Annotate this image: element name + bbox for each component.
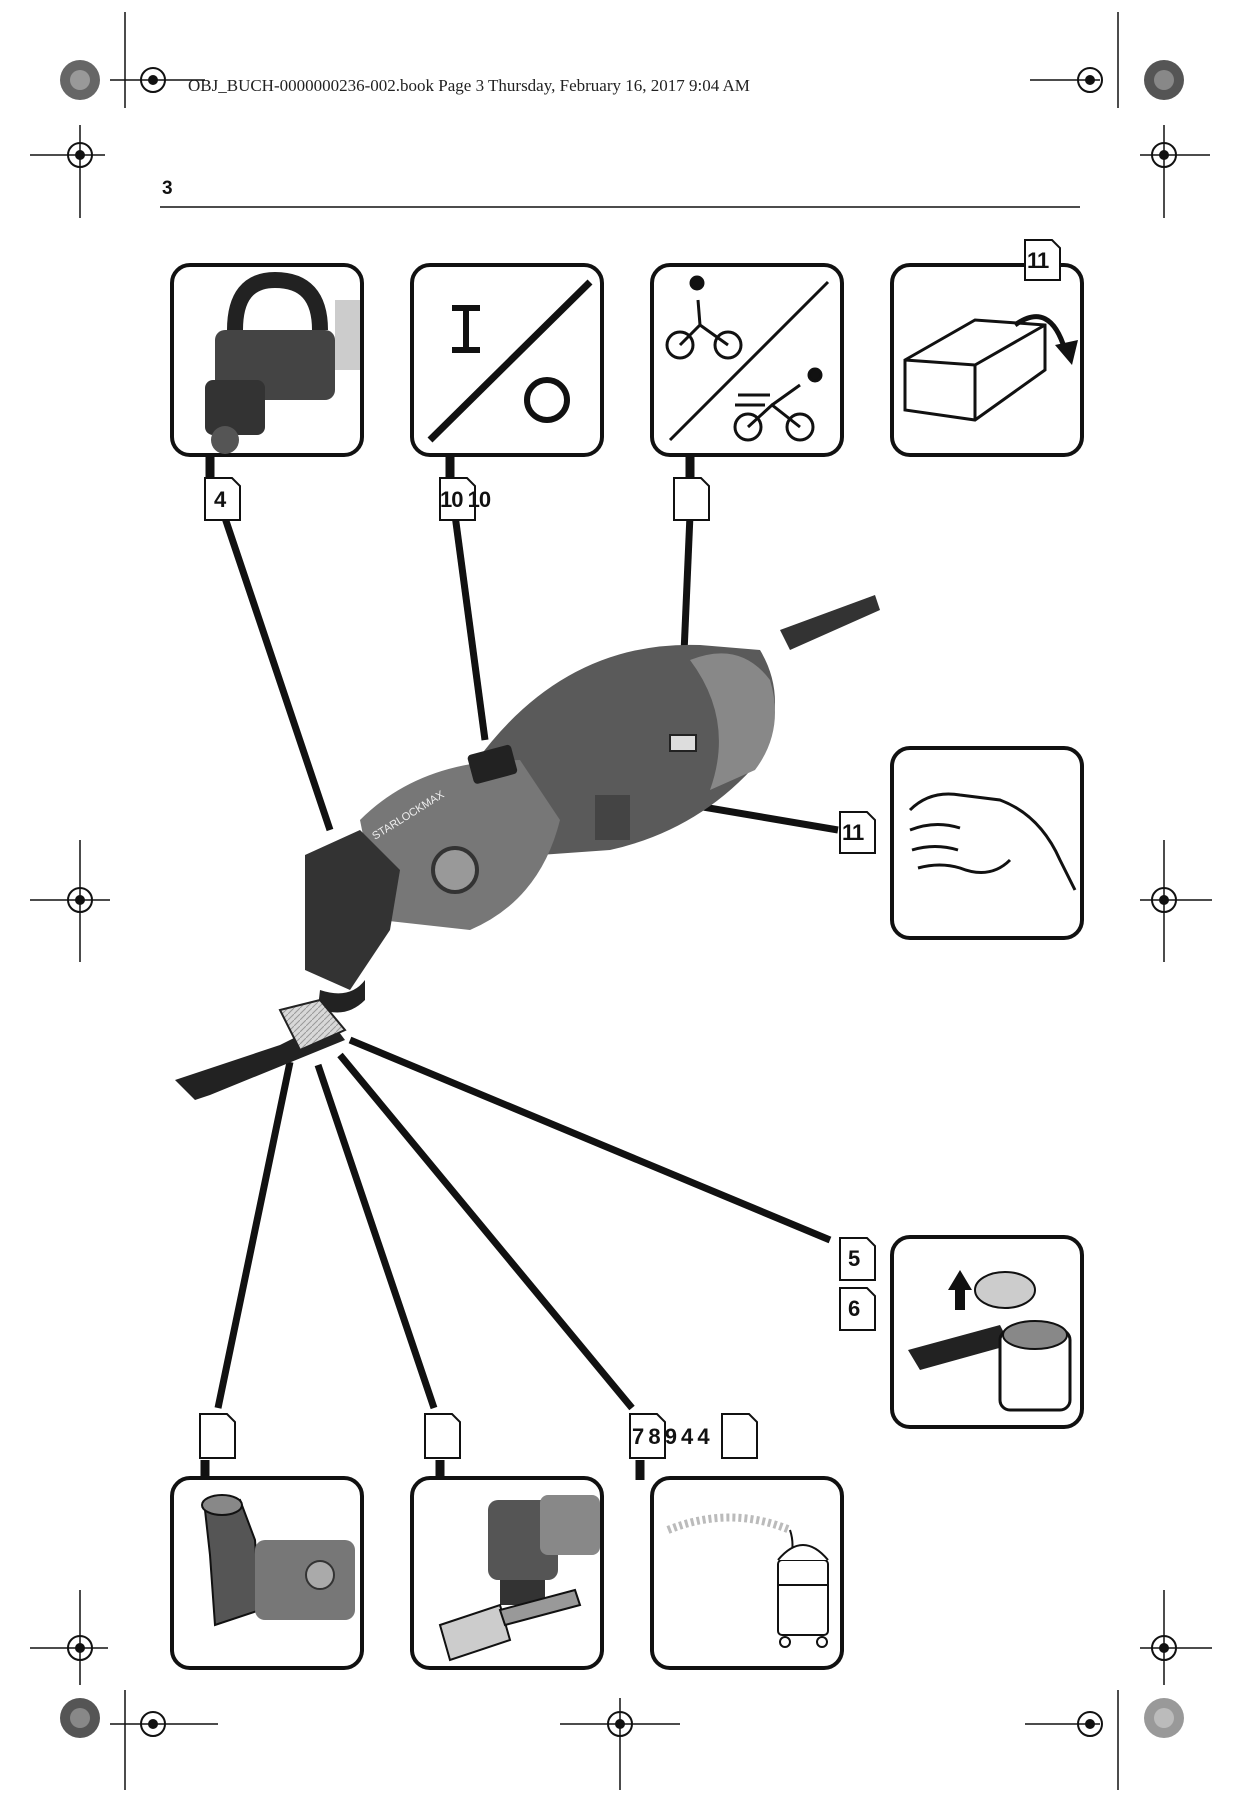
unpack-icon	[903, 314, 1078, 422]
panel-grip	[890, 746, 1084, 940]
speed-icon	[665, 275, 830, 442]
panel-unpack	[890, 263, 1084, 457]
ref-blade-change-a: 5	[848, 1246, 860, 1271]
panel-dust-adapter	[170, 1476, 364, 1670]
color-wheels	[60, 60, 1184, 1738]
registration-targets	[67, 67, 1177, 1737]
ref-grip: 11	[842, 820, 864, 845]
page-number: 3	[162, 178, 173, 199]
header-file-info: OBJ_BUCH-0000000236-002.book Page 3 Thur…	[188, 76, 750, 95]
blade-change-icon	[908, 1270, 1072, 1412]
vacuum-icon	[666, 1513, 829, 1648]
panel-blade-change	[890, 1235, 1084, 1429]
oscillating-tool: STARLOCKMAX	[175, 595, 880, 1100]
ref-on-off: 10 10	[440, 487, 491, 512]
depth-stop-icon	[438, 1495, 600, 1662]
panel-depth-stop	[410, 1476, 604, 1670]
panel-speed	[650, 263, 844, 457]
reference-page-icons	[199, 239, 1061, 1459]
ref-vacuum: 7 8 9 4 4	[632, 1424, 710, 1449]
dust-adapter-icon	[201, 1494, 355, 1627]
handle-icon	[205, 271, 360, 454]
panel-on-off	[410, 263, 604, 457]
hand-icon	[908, 792, 1077, 891]
panel-vacuum	[650, 1476, 844, 1670]
leader-lines	[200, 455, 839, 1480]
panel-handle	[170, 263, 364, 457]
ref-blade-change-b: 6	[848, 1296, 860, 1321]
ref-handle: 4	[214, 487, 226, 512]
on-off-icon	[427, 279, 593, 443]
ref-unpack: 11	[1027, 248, 1049, 273]
